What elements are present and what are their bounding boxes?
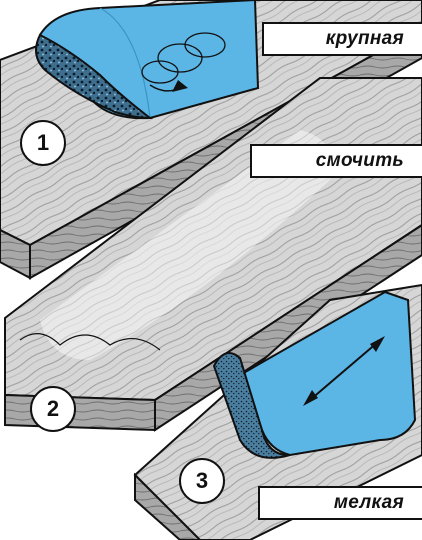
step-2-number: 2	[47, 396, 59, 422]
step-3-marker: 3	[179, 458, 225, 504]
label-coarse-text: крупная	[326, 28, 404, 50]
step-2-marker: 2	[30, 386, 76, 432]
label-wet-text: смочить	[316, 150, 404, 172]
step-1-number: 1	[37, 130, 49, 156]
label-fine: мелкая	[258, 486, 422, 520]
step-3-number: 3	[196, 468, 208, 494]
label-fine-text: мелкая	[334, 492, 404, 514]
label-wet: смочить	[250, 144, 422, 178]
label-coarse: крупная	[262, 22, 422, 56]
step-1-marker: 1	[20, 120, 66, 166]
